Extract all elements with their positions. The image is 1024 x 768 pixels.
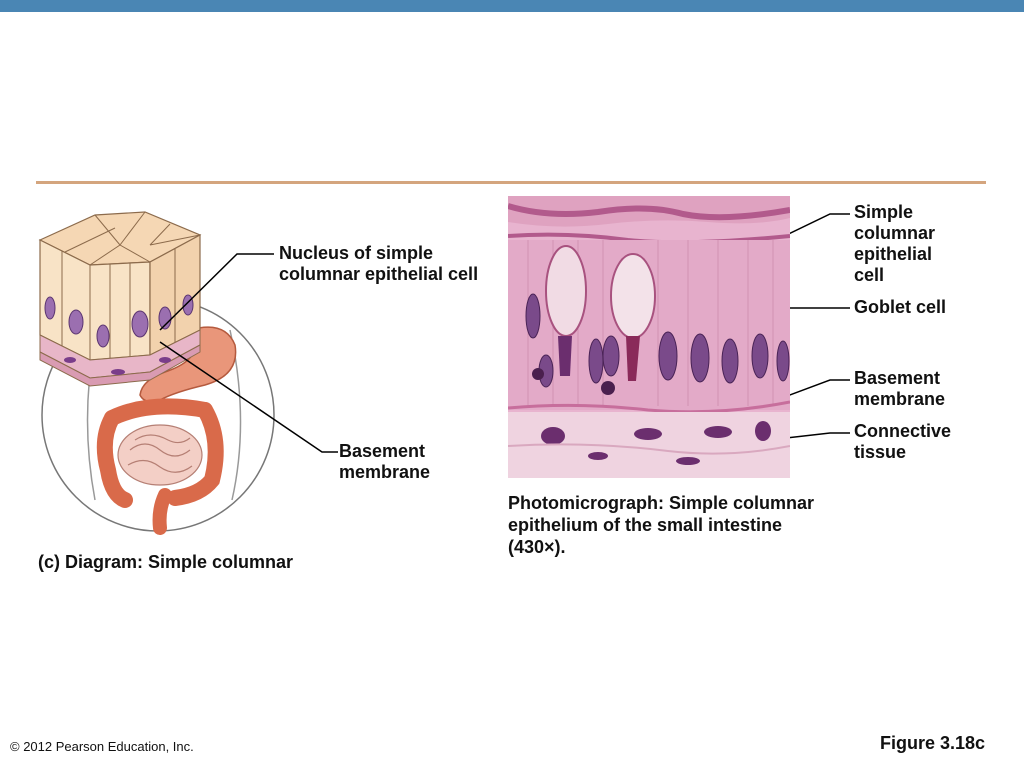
caption-photomicrograph: Photomicrograph: Simple columnar epithel… <box>508 493 815 557</box>
columnar-cell-block <box>38 211 202 387</box>
title-divider <box>36 181 986 184</box>
top-accent-bar <box>0 0 1024 12</box>
caption-diagram: (c) Diagram: Simple columnar <box>38 552 294 572</box>
label-basement-membrane-left: Basement membrane <box>339 441 431 482</box>
leader-line-nucleus <box>159 253 274 331</box>
copyright-notice: © 2012 Pearson Education, Inc. <box>10 739 194 754</box>
label-nucleus: Nucleus of simple columnar epithelial ce… <box>279 243 479 284</box>
leader-line-basement-left <box>159 341 338 453</box>
label-connective-tissue: Connective tissue <box>854 421 952 462</box>
photomicrograph <box>508 196 790 478</box>
label-basement-membrane-right: Basement membrane <box>854 368 946 409</box>
label-goblet-cell: Goblet cell <box>854 297 947 317</box>
figure-number: Figure 3.18c <box>880 733 986 753</box>
label-simple-columnar-cell: Simple columnar epithelial cell <box>854 202 936 285</box>
